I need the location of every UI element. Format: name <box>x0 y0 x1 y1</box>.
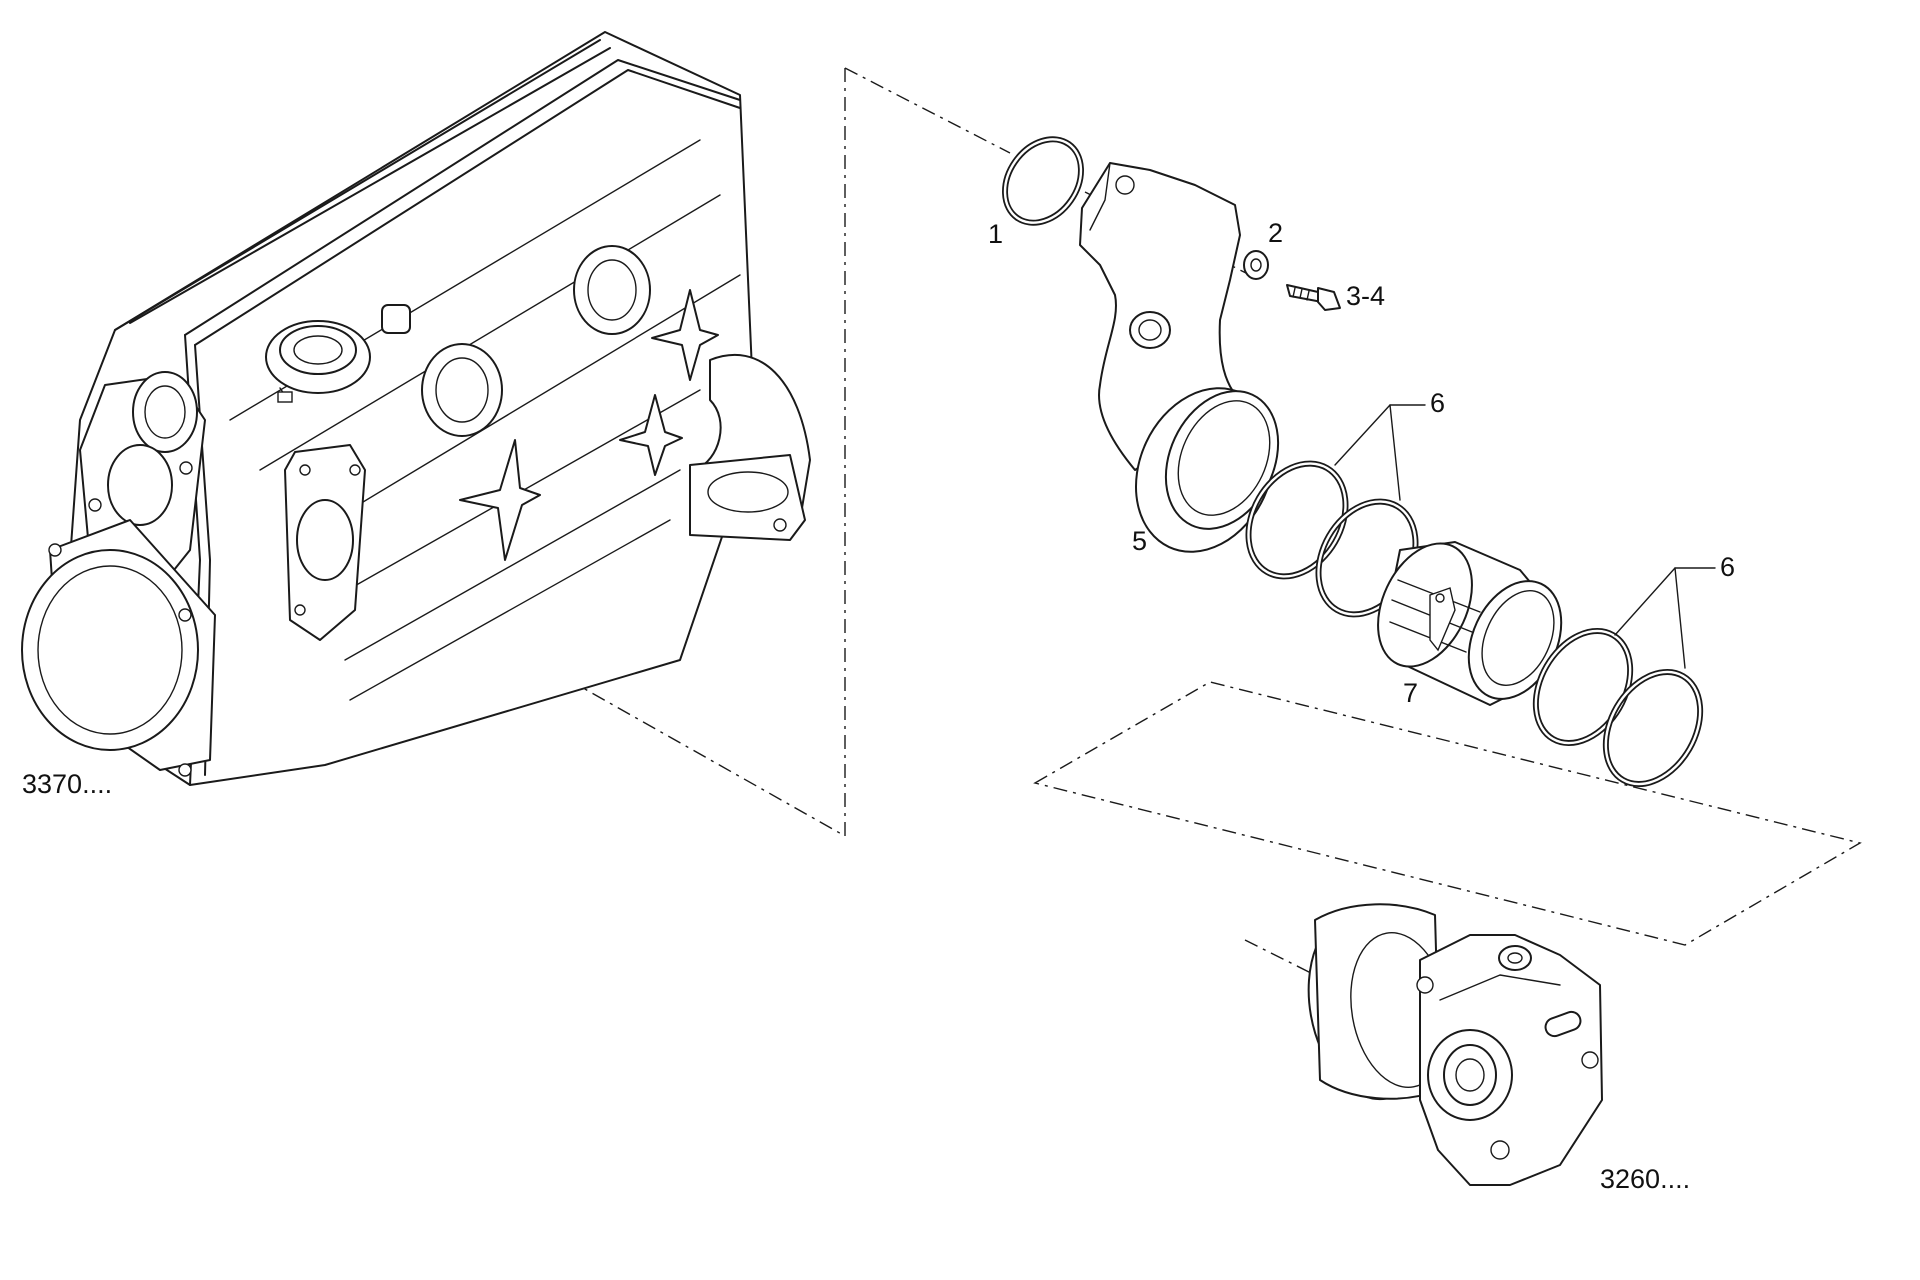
callout-3-4: 3-4 <box>1346 281 1385 311</box>
o-ring-part-1 <box>1002 136 1084 226</box>
callout-7: 7 <box>1403 678 1418 708</box>
sleeve-part-7 <box>1377 541 1563 706</box>
reference-label-pump: 3260.... <box>1600 1164 1690 1194</box>
callout-1: 1 <box>988 219 1003 249</box>
callout-5: 5 <box>1132 526 1147 556</box>
nut-part-2 <box>1243 250 1269 280</box>
callout-6-upper: 6 <box>1430 388 1445 418</box>
seal-rings-part-6-lower <box>1532 567 1716 788</box>
callout-2: 2 <box>1268 218 1283 248</box>
screw-part-3-4 <box>1286 284 1341 311</box>
elbow-pipe-part-5 <box>1079 162 1280 553</box>
pump-assembly <box>1307 903 1603 1186</box>
callout-6-lower: 6 <box>1720 552 1735 582</box>
reference-label-head: 3370.... <box>22 769 112 799</box>
cylinder-head-assembly <box>21 31 811 786</box>
